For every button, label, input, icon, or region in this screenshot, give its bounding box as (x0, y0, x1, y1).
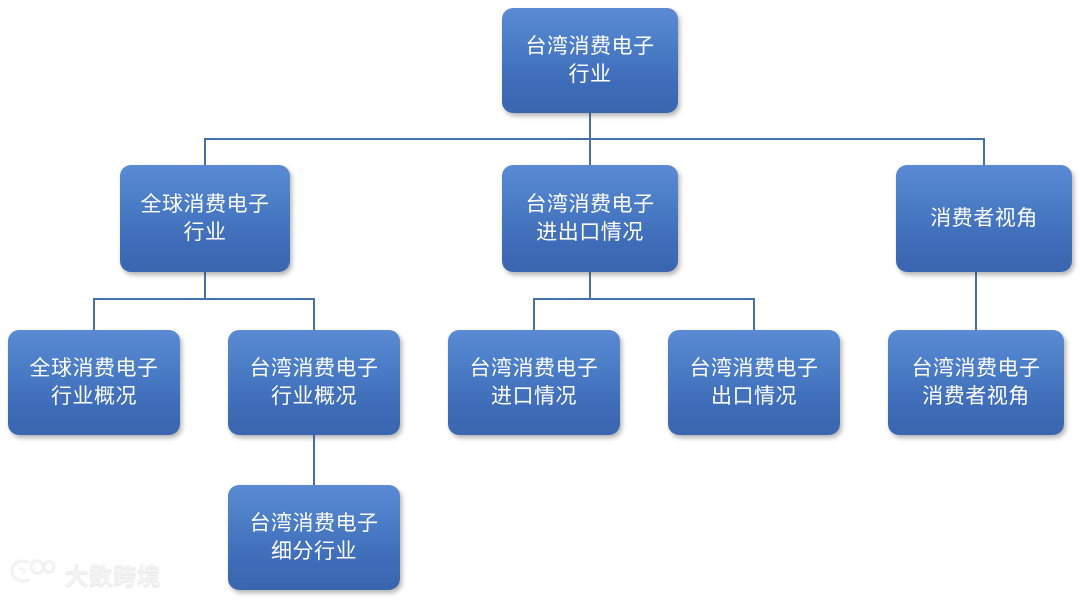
node-sub-sectors[interactable]: 台湾消费电子 细分行业 (228, 485, 400, 590)
node-consumer-view[interactable]: 消费者视角 (896, 165, 1072, 272)
connector-to-consumer-view (983, 138, 985, 165)
connector-to-global-industry (204, 138, 206, 165)
connector-to-import-situation (533, 298, 535, 330)
node-taiwan-consumer-view[interactable]: 台湾消费电子 消费者视角 (888, 330, 1064, 435)
connector-to-taiwan-consumer-view (975, 272, 977, 330)
connector-global-industry-stem (204, 272, 206, 299)
node-import-situation[interactable]: 台湾消费电子 进口情况 (448, 330, 620, 435)
node-import-export-label: 台湾消费电子 进出口情况 (525, 192, 655, 244)
connector-to-taiwan-overview (313, 298, 315, 330)
connector-global-industry-bus (93, 298, 315, 300)
node-export-situation[interactable]: 台湾消费电子 出口情况 (668, 330, 840, 435)
node-global-industry[interactable]: 全球消费电子 行业 (120, 165, 290, 272)
dashu-logo-icon (8, 556, 58, 591)
node-global-overview[interactable]: 全球消费电子 行业概况 (8, 330, 180, 435)
node-consumer-view-label: 消费者视角 (930, 206, 1038, 230)
connector-level2-bus (204, 138, 985, 140)
node-import-situation-label: 台湾消费电子 进口情况 (469, 356, 599, 408)
connector-import-export-bus (533, 298, 755, 300)
connector-import-export-stem (589, 272, 591, 299)
node-root-label: 台湾消费电子 行业 (525, 34, 655, 86)
connector-root-stem (589, 113, 591, 139)
connector-to-global-overview (93, 298, 95, 330)
node-root[interactable]: 台湾消费电子 行业 (502, 8, 678, 113)
node-sub-sectors-label: 台湾消费电子 细分行业 (249, 511, 379, 563)
connector-to-import-export (589, 138, 591, 165)
node-taiwan-consumer-view-label: 台湾消费电子 消费者视角 (911, 356, 1041, 408)
connector-to-sub-sectors (313, 435, 315, 485)
node-global-industry-label: 全球消费电子 行业 (140, 192, 270, 244)
connector-to-export-situation (753, 298, 755, 330)
watermark: 大数跨境 (8, 556, 161, 591)
node-import-export[interactable]: 台湾消费电子 进出口情况 (502, 165, 678, 272)
node-taiwan-overview[interactable]: 台湾消费电子 行业概况 (228, 330, 400, 435)
node-export-situation-label: 台湾消费电子 出口情况 (689, 356, 819, 408)
node-taiwan-overview-label: 台湾消费电子 行业概况 (249, 356, 379, 408)
watermark-text: 大数跨境 (65, 562, 161, 589)
node-global-overview-label: 全球消费电子 行业概况 (29, 356, 159, 408)
